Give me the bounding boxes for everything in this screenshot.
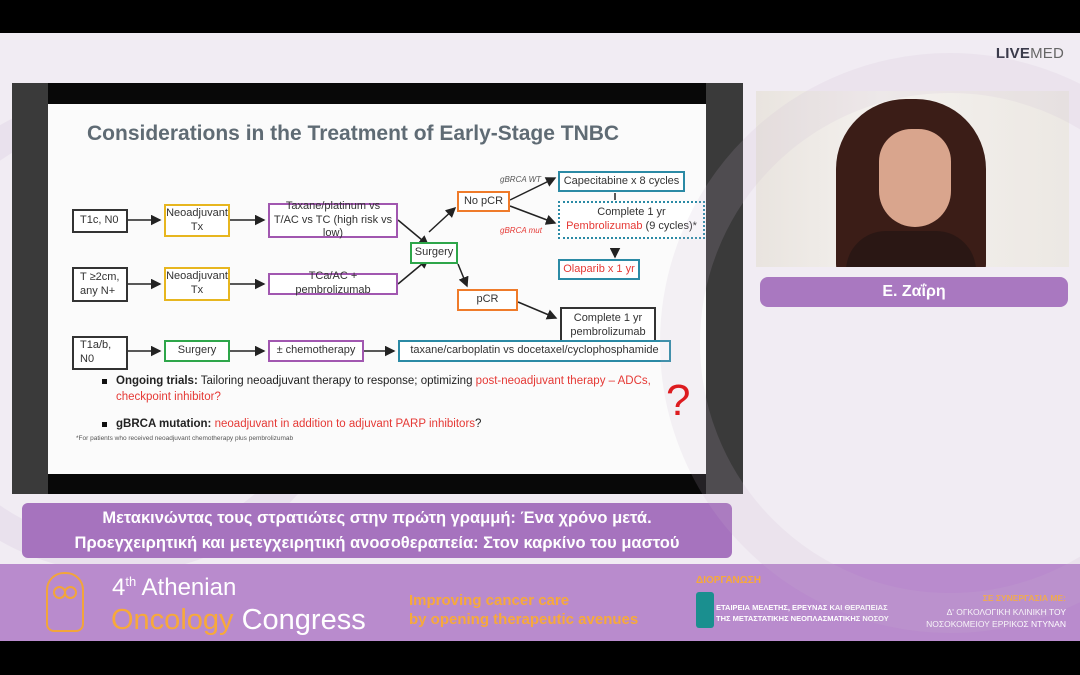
caption-line-2: Προεγχειρητική και μετεγχειρητική ανοσοθ… xyxy=(74,534,680,552)
row3-regimen-box: taxane/carboplatin vs docetaxel/cyclopho… xyxy=(398,340,671,362)
flow-arrows xyxy=(128,177,621,357)
slide: Considerations in the Treatment of Early… xyxy=(48,104,706,474)
row3-chemo-box: ± chemotherapy xyxy=(268,340,364,362)
capecitabine-box: Capecitabine x 8 cycles xyxy=(558,171,685,192)
stage-t1c-n0-box: T1c, N0 xyxy=(72,209,128,233)
surgery-box: Surgery xyxy=(410,242,458,264)
slide-bottom-bar xyxy=(48,474,706,494)
pcr-box: pCR xyxy=(457,289,518,311)
owl-logo-icon xyxy=(46,572,84,632)
olaparib-box: Olaparib x 1 yr xyxy=(558,259,640,280)
organizer-header: ΔΙΟΡΓΑΝΩΣΗ xyxy=(696,575,762,586)
gbrca-wt-label: gBRCA WT xyxy=(500,175,542,184)
stage-t1ab-box: T1a/b, N0 xyxy=(72,336,128,370)
organizer-logo-icon xyxy=(696,592,714,628)
row3-surgery-box: Surgery xyxy=(164,340,230,362)
speaker-face xyxy=(879,129,951,227)
neoadjuvant-box-2: Neoadjuvant Tx xyxy=(164,267,230,301)
presentation-panel: Considerations in the Treatment of Early… xyxy=(12,83,743,494)
speaker-video xyxy=(756,91,1069,267)
bullet-ongoing-trials: Ongoing trials: Tailoring neoadjuvant th… xyxy=(102,374,656,405)
edition: 4th Athenian xyxy=(112,574,237,601)
slide-top-bar xyxy=(48,83,706,104)
talk-caption: Μετακινώντας τους στρατιώτες στην πρώτη … xyxy=(22,503,732,558)
gbrca-mut-label: gBRCA mut xyxy=(500,226,542,235)
complete-pembro-line1: Complete 1 yr xyxy=(597,206,666,219)
regimen-box-1: Taxane/platinum vs T/AC vs TC (high risk… xyxy=(268,200,398,239)
question-mark: ? xyxy=(666,376,691,425)
video-frame: LIVEMED Considerations in the Treatment … xyxy=(0,33,1080,641)
complete-pembro-box: Complete 1 yr Pembrolizumab (9 cycles)* xyxy=(558,201,705,239)
slide-footnote: *For patients who received neoadjuvant c… xyxy=(76,435,294,442)
livemed-logo: LIVEMED xyxy=(995,45,1064,62)
congress-footer: 4th Athenian Oncology Congress Improving… xyxy=(0,564,1080,641)
collaboration-header: ΣΕ ΣΥΝΕΡΓΑΣΙΑ ΜΕ: xyxy=(982,593,1066,603)
slide-title: Considerations in the Treatment of Early… xyxy=(87,122,620,145)
speaker-body xyxy=(846,231,976,267)
stage-t2-box: T ≥2cm, any N+ xyxy=(72,267,128,302)
complete-pembro-line2: Pembrolizumab (9 cycles)* xyxy=(566,220,697,232)
speaker-name: Ε. Ζαΐρη xyxy=(760,277,1068,307)
congress-name: Oncology Congress xyxy=(111,604,366,636)
bullet-gbrca: gBRCA mutation: neoadjuvant in addition … xyxy=(102,417,656,433)
speaker-hair xyxy=(836,99,986,267)
caption-line-1: Μετακινώντας τους στρατιώτες στην πρώτη … xyxy=(102,509,652,527)
regimen-box-2: TCa/AC + pembrolizumab xyxy=(268,270,398,296)
no-pcr-box: No pCR xyxy=(457,191,510,212)
neoadjuvant-box-1: Neoadjuvant Tx xyxy=(164,204,230,237)
complete-pembro-pcr-box: Complete 1 yr pembrolizumab xyxy=(560,307,656,344)
